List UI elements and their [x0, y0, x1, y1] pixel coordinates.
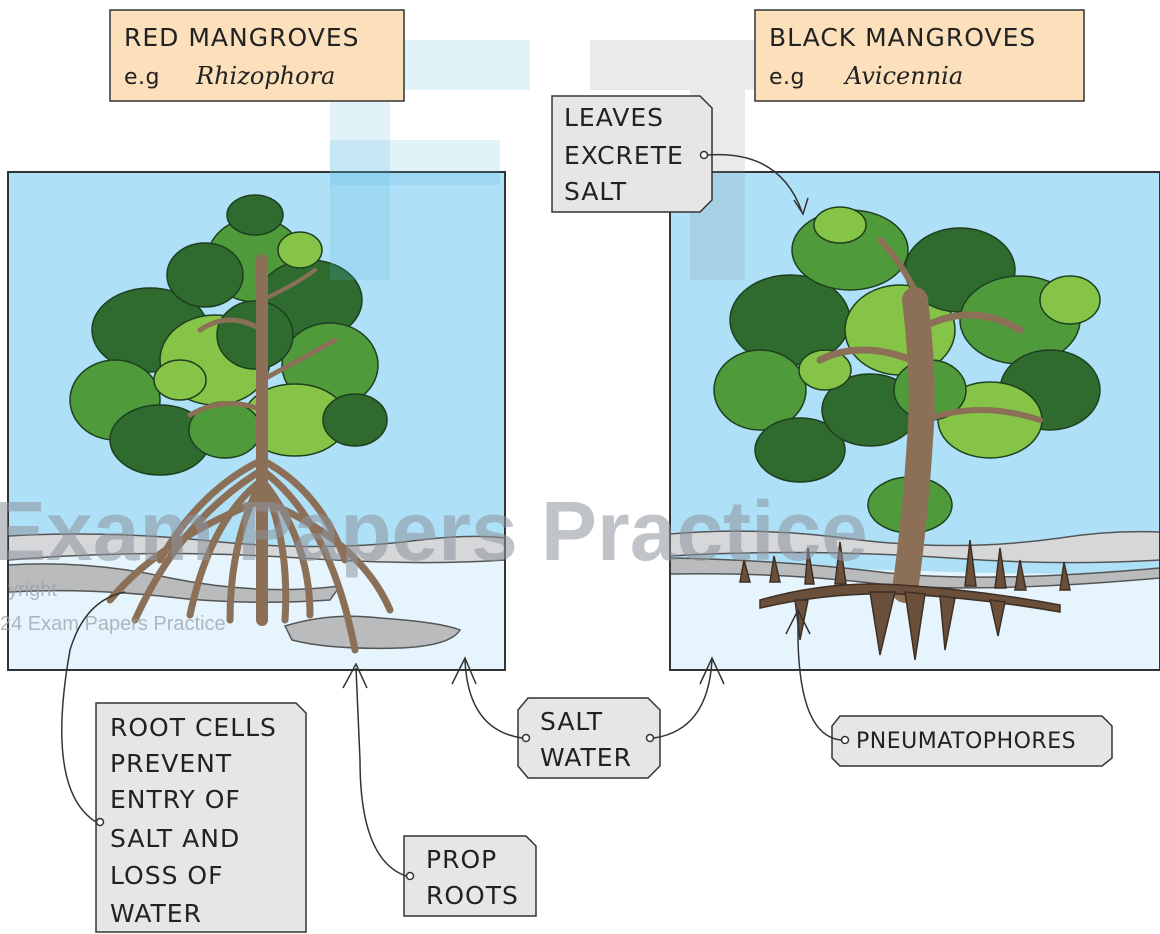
root-cells-line-5: LOSS OF	[110, 861, 223, 890]
black-mangrove-title-box: BLACK MANGROVES e.g Avicennia	[754, 9, 1085, 102]
root-cells-line-1: ROOT CELLS	[110, 713, 277, 742]
watermark-copyright-line-2: 24 Exam Papers Practice	[0, 613, 226, 635]
black-mangrove-title: BLACK MANGROVES	[769, 23, 1036, 52]
root-cells-line-4: SALT AND	[110, 824, 240, 853]
leaves-label-line-2: EXCRETE	[564, 141, 684, 170]
watermark-copyright-line-1: yright	[8, 579, 57, 601]
red-mangrove-title: RED MANGROVES	[124, 23, 360, 52]
black-mangrove-eg: e.g	[769, 65, 805, 90]
root-cells-line-6: WATER	[110, 899, 202, 928]
root-cells-label: ROOT CELLS PREVENT ENTRY OF SALT AND LOS…	[61, 591, 307, 933]
red-mangrove-title-box: RED MANGROVES e.g Rhizophora	[109, 9, 405, 102]
prop-roots-line-1: PROP	[426, 845, 497, 874]
prop-roots-label: PROP ROOTS	[342, 662, 537, 917]
black-mangrove-species: Avicennia	[843, 62, 963, 90]
black-mangrove-canopy	[713, 206, 1101, 534]
red-mangrove-eg: e.g	[124, 65, 160, 90]
pneumatophores-text: PNEUMATOPHORES	[856, 729, 1076, 754]
black-mangrove-trunk	[816, 237, 1043, 603]
red-mangrove-panel	[7, 171, 506, 671]
leaves-label-line-3: SALT	[564, 177, 627, 206]
salt-water-line-2: WATER	[540, 743, 632, 772]
black-mangrove-roots	[739, 539, 1071, 661]
pneumatophores-label: PNEUMATOPHORES	[785, 608, 1113, 767]
root-cells-line-3: ENTRY OF	[110, 785, 241, 814]
red-mangrove-trunk	[187, 254, 338, 626]
salt-water-line-1: SALT	[540, 707, 603, 736]
leaves-excrete-salt-label: LEAVES EXCRETE SALT	[551, 95, 809, 216]
root-cells-line-2: PREVENT	[110, 749, 232, 778]
watermark-brand: Exam Papers Practice	[0, 484, 868, 578]
red-mangrove-species: Rhizophora	[195, 62, 335, 90]
leaves-label-line-1: LEAVES	[564, 103, 664, 132]
red-mangrove-prop-roots	[106, 456, 394, 654]
prop-roots-line-2: ROOTS	[426, 881, 519, 910]
black-mangrove-panel	[669, 171, 1160, 671]
salt-water-label: SALT WATER	[451, 656, 725, 779]
